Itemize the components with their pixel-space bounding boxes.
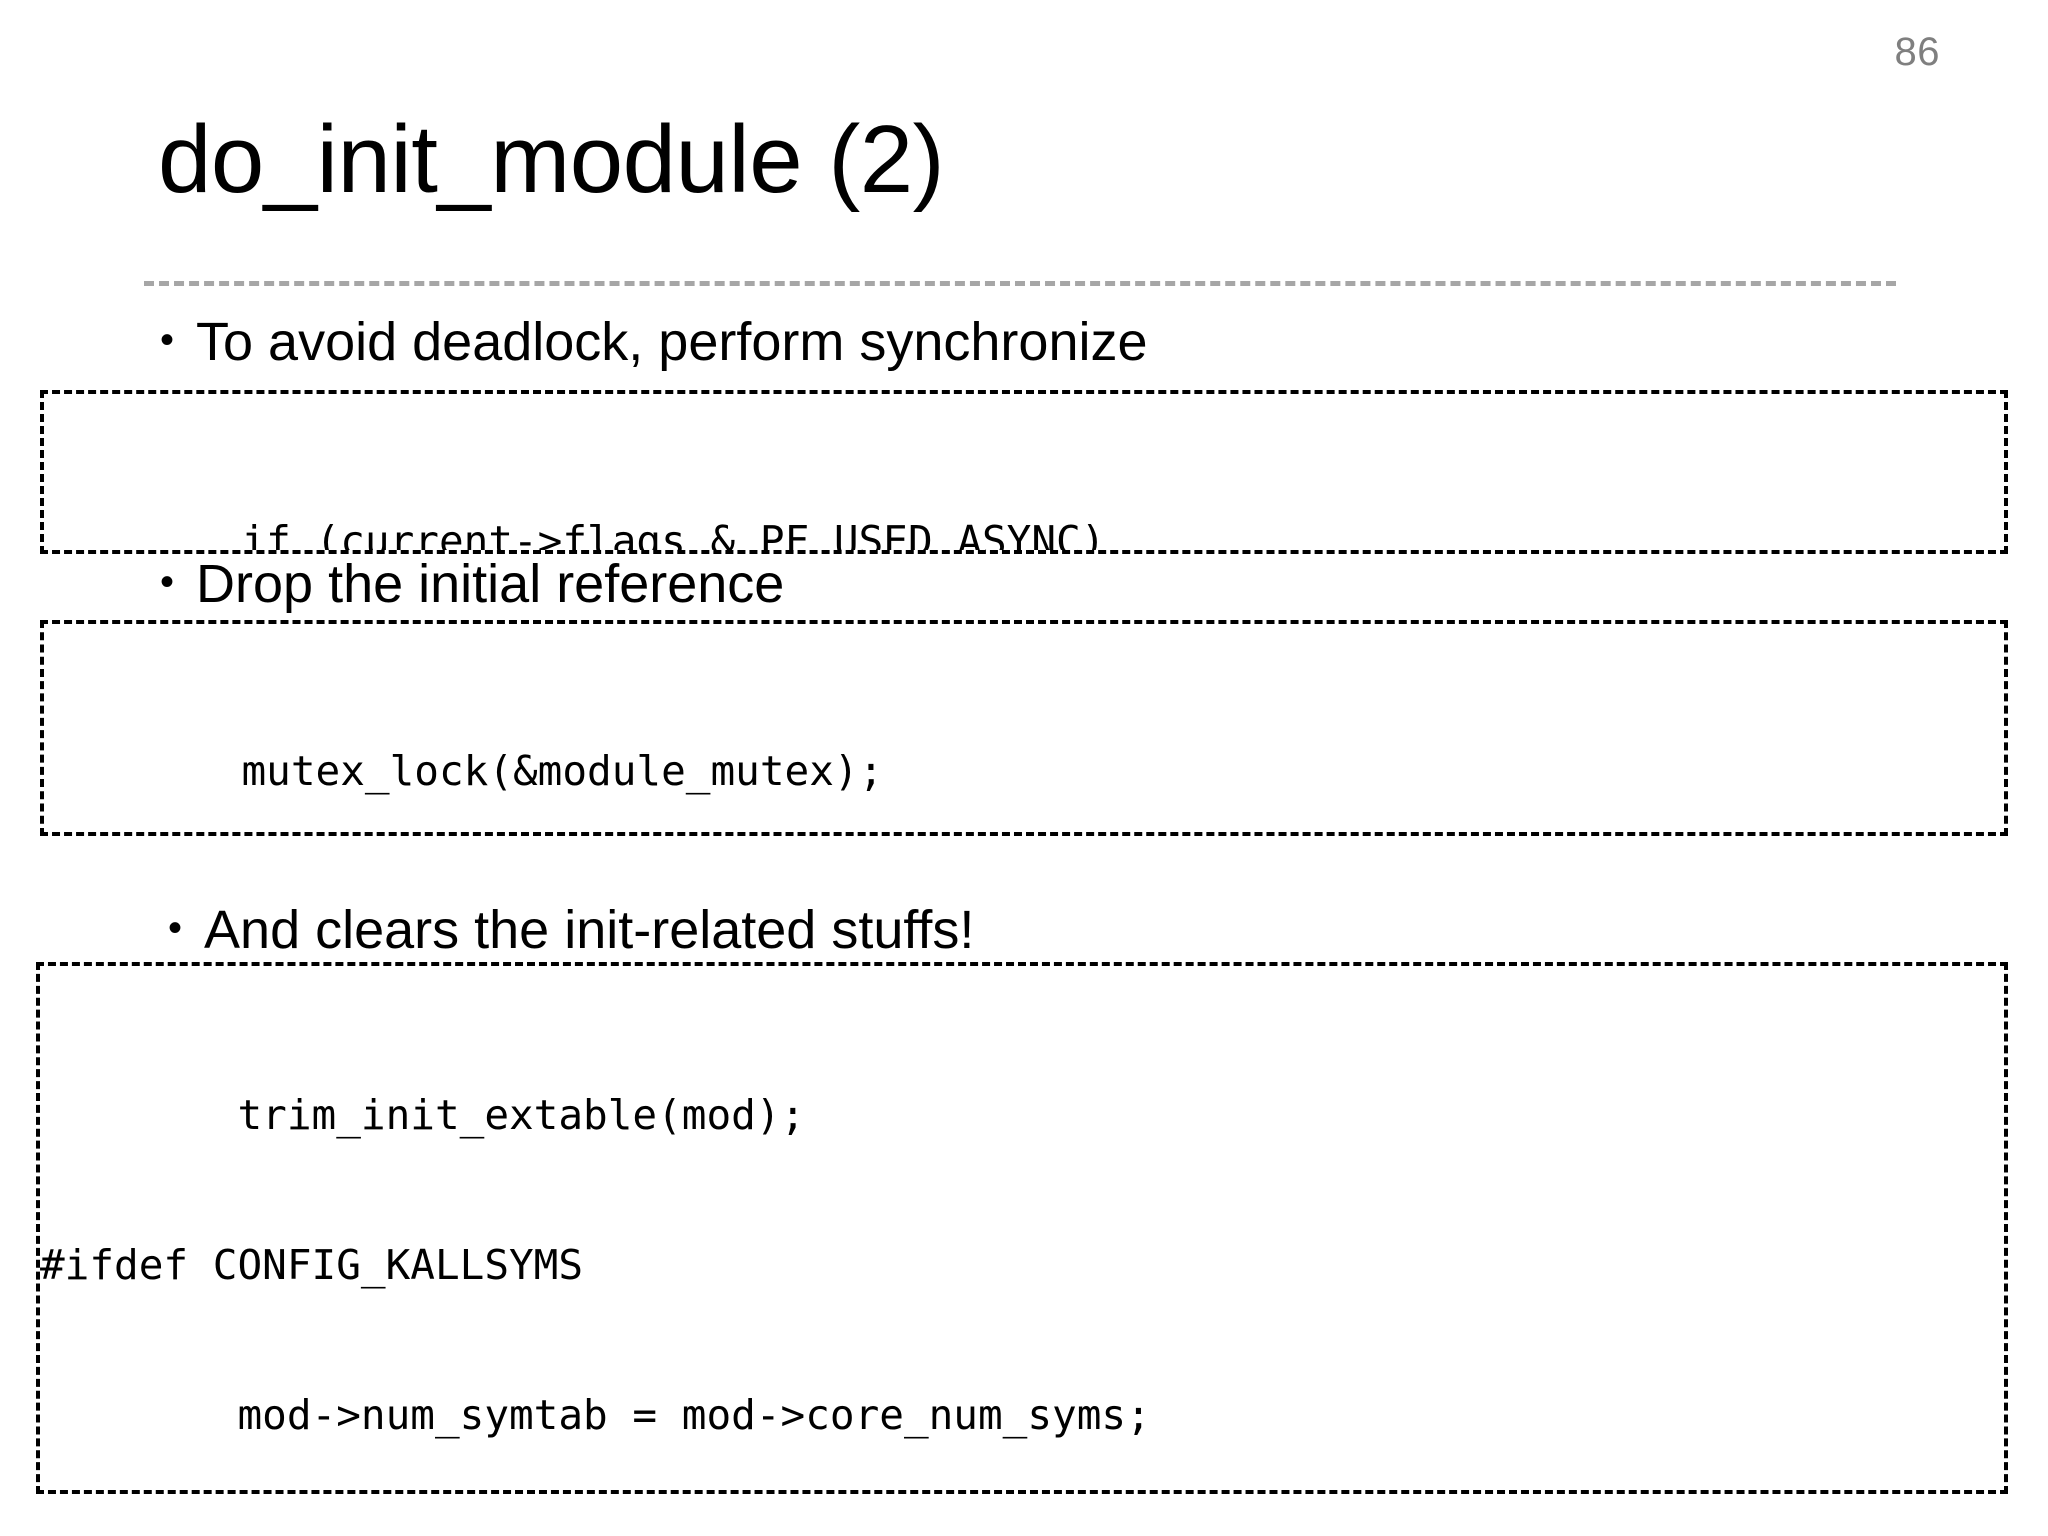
code-line: trim_init_extable(mod); xyxy=(40,1091,806,1140)
bullet-item-1: • To avoid deadlock, perform synchronize xyxy=(160,312,1148,372)
code-line: if (current->flags & PF_USED_ASYNC) xyxy=(44,517,1106,554)
bullet-marker-icon: • xyxy=(160,318,175,362)
page-title: do_init_module (2) xyxy=(158,106,945,213)
code-block-1: if (current->flags & PF_USED_ASYNC) asyn… xyxy=(40,390,2008,554)
code-line: #ifdef CONFIG_KALLSYMS xyxy=(40,1241,584,1290)
code-line: mutex_lock(&module_mutex); xyxy=(44,747,884,796)
code-block-2: mutex_lock(&module_mutex); /* Drop initi… xyxy=(40,620,2008,836)
bullet-item-3: • And clears the init-related stuffs! xyxy=(168,900,974,960)
bullet-label-1: To avoid deadlock, perform synchronize xyxy=(196,312,1148,372)
code-line: mod->num_symtab = mod->core_num_syms; xyxy=(40,1391,1151,1440)
page-number: 86 xyxy=(1894,30,1940,74)
title-divider xyxy=(144,281,1896,286)
bullet-marker-icon: • xyxy=(168,906,183,950)
bullet-marker-icon: • xyxy=(160,560,175,604)
code-block-3: trim_init_extable(mod); #ifdef CONFIG_KA… xyxy=(36,962,2008,1494)
bullet-label-2: Drop the initial reference xyxy=(196,554,785,614)
bullet-item-2: • Drop the initial reference xyxy=(160,554,784,614)
bullet-label-3: And clears the init-related stuffs! xyxy=(204,900,975,960)
